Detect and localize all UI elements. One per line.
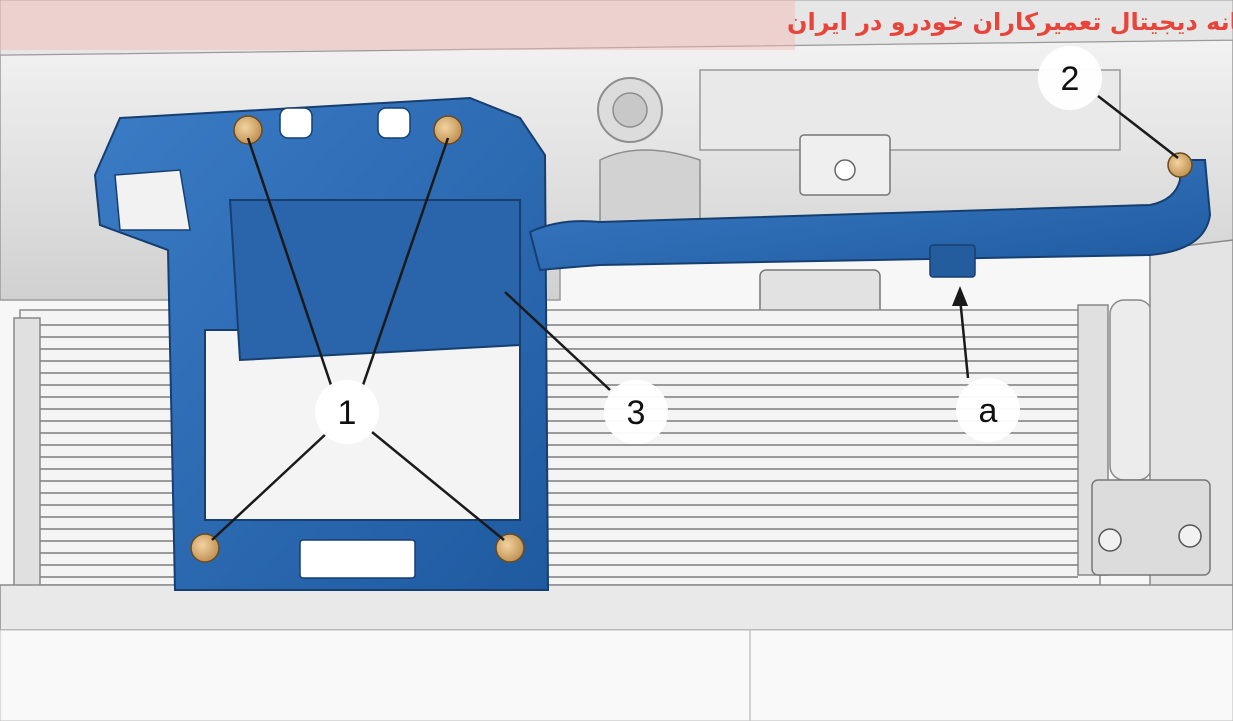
bracket-side-cutout [114,169,191,231]
watermark-text: اولین سامانه دیجیتال تعمیرکاران خودرو در… [787,8,1233,36]
callout-1-label: 1 [338,394,357,432]
bolt-2 [1167,152,1193,178]
bolt-1-top-right [433,115,463,145]
crossmember-pocket [599,149,701,241]
harness-arm [528,159,1212,272]
callout-1: 1 [315,380,379,444]
callout-2-label: 2 [1061,60,1080,98]
leader-a [958,297,970,379]
bolt-1-bottom-left [190,533,220,563]
latch-housing [228,199,521,362]
mount-boss-inner [612,92,648,128]
harness-clip-a [929,244,976,278]
callout-a: a [956,378,1020,442]
hook-right [377,107,411,139]
callout-a-label: a [979,392,998,430]
left-tank [13,317,41,589]
callout-3-label: 3 [627,394,646,432]
leader-a-arrowhead [952,286,968,306]
leader-1-top-right [360,137,450,389]
leader-1-top-left [246,137,334,389]
receiver-drier [1109,299,1153,481]
leader-1-bottom-right [371,431,505,541]
right-plate-bolt-right [1178,524,1202,548]
callout-2: 2 [1038,46,1102,110]
crossmember-recess [699,69,1121,151]
bracket-slot [299,539,416,579]
leader-lines [211,95,1179,541]
hood-latch-panel [0,0,1233,56]
latch-clip-screw [834,159,856,181]
leader-1-bottom-left [211,431,329,541]
leader-3 [504,291,611,391]
callout-3: 3 [604,380,668,444]
lower-beam [0,584,1233,631]
leader-2 [1097,95,1179,159]
bolt-1-bottom-right [495,533,525,563]
bolt-1-top-left [233,115,263,145]
bumper-cover [0,629,1233,721]
right-bracket-plate [1091,479,1211,576]
watermark: اولین سامانه دیجیتال تعمیرکاران خودرو در… [0,0,1233,50]
right-plate-bolt-left [1098,528,1122,552]
hook-left [279,107,313,139]
